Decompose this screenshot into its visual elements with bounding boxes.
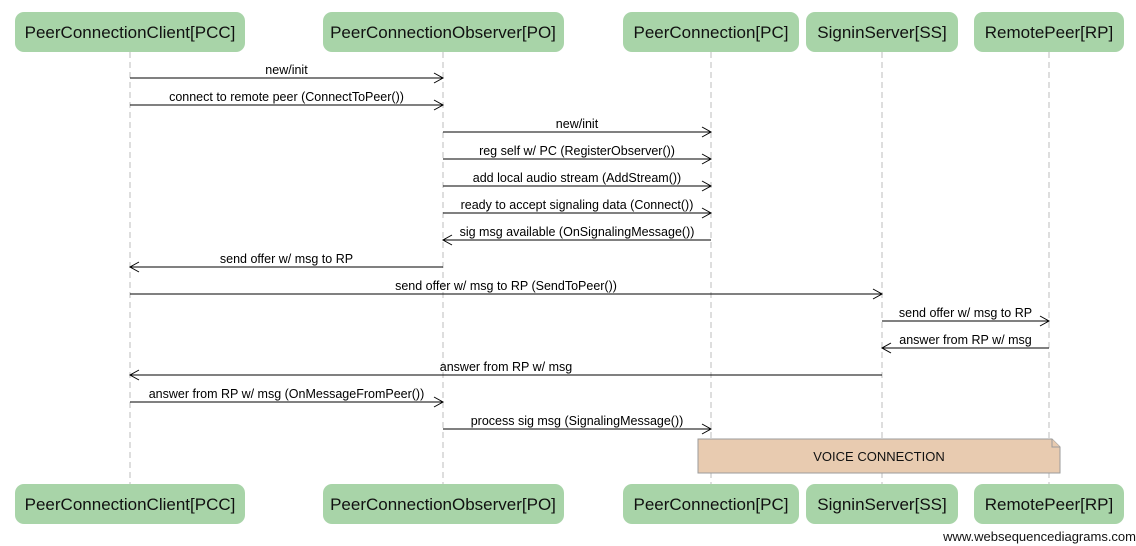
note-fold-icon: [1051, 439, 1060, 448]
arrowhead-icon: [701, 153, 713, 165]
note-label: VOICE CONNECTION: [813, 449, 944, 464]
participant-label-bottom-pcc: PeerConnectionClient[PCC]: [25, 495, 236, 514]
message-label: connect to remote peer (ConnectToPeer()): [169, 90, 404, 104]
message-label: add local audio stream (AddStream()): [473, 171, 681, 185]
participant-label-top-pcc: PeerConnectionClient[PCC]: [25, 23, 236, 42]
participant-box-top-pcc: [15, 12, 245, 52]
arrowhead-icon: [433, 99, 445, 111]
message-label: reg self w/ PC (RegisterObserver()): [479, 144, 675, 158]
message-label: process sig msg (SignalingMessage()): [471, 414, 684, 428]
note-box: [697, 438, 1061, 474]
participant-label-bottom-ss: SigninServer[SS]: [817, 495, 946, 514]
arrowhead-icon: [1039, 315, 1051, 327]
message-label: answer from RP w/ msg: [899, 333, 1031, 347]
arrowhead-icon: [128, 261, 140, 273]
participant-label-bottom-rp: RemotePeer[RP]: [985, 495, 1114, 514]
participant-label-bottom-pc: PeerConnection[PC]: [634, 495, 789, 514]
message-label: ready to accept signaling data (Connect(…: [461, 198, 694, 212]
participant-box-bottom-ss: [806, 484, 958, 524]
arrowhead-icon: [701, 126, 713, 138]
participant-box-top-pc: [623, 12, 799, 52]
message-label: answer from RP w/ msg (OnMessageFromPeer…: [149, 387, 425, 401]
participant-box-top-ss: [806, 12, 958, 52]
arrowhead-icon: [433, 72, 445, 84]
message-label: new/init: [556, 117, 599, 131]
arrowhead-icon: [701, 180, 713, 192]
message-label: send offer w/ msg to RP: [899, 306, 1032, 320]
participant-box-bottom-pcc: [15, 484, 245, 524]
message-label: answer from RP w/ msg: [440, 360, 572, 374]
participant-box-bottom-rp: [974, 484, 1124, 524]
arrowhead-icon: [880, 342, 892, 354]
message-label: send offer w/ msg to RP: [220, 252, 353, 266]
participant-label-top-rp: RemotePeer[RP]: [985, 23, 1114, 42]
participant-label-bottom-po: PeerConnectionObserver[PO]: [330, 495, 556, 514]
arrowhead-icon: [128, 369, 140, 381]
participant-label-top-po: PeerConnectionObserver[PO]: [330, 23, 556, 42]
participant-box-bottom-po: [323, 484, 564, 524]
arrowhead-icon: [433, 396, 445, 408]
participant-box-bottom-pc: [623, 484, 799, 524]
participant-box-top-po: [323, 12, 564, 52]
message-label: send offer w/ msg to RP (SendToPeer()): [395, 279, 617, 293]
arrowhead-icon: [701, 207, 713, 219]
participant-label-top-pc: PeerConnection[PC]: [634, 23, 789, 42]
arrowhead-icon: [441, 234, 453, 246]
message-label: sig msg available (OnSignalingMessage()): [460, 225, 695, 239]
message-label: new/init: [265, 63, 308, 77]
participant-box-top-rp: [974, 12, 1124, 52]
watermark: www.websequencediagrams.com: [943, 529, 1136, 544]
arrowhead-icon: [701, 423, 713, 435]
participant-label-top-ss: SigninServer[SS]: [817, 23, 946, 42]
arrowhead-icon: [872, 288, 884, 300]
